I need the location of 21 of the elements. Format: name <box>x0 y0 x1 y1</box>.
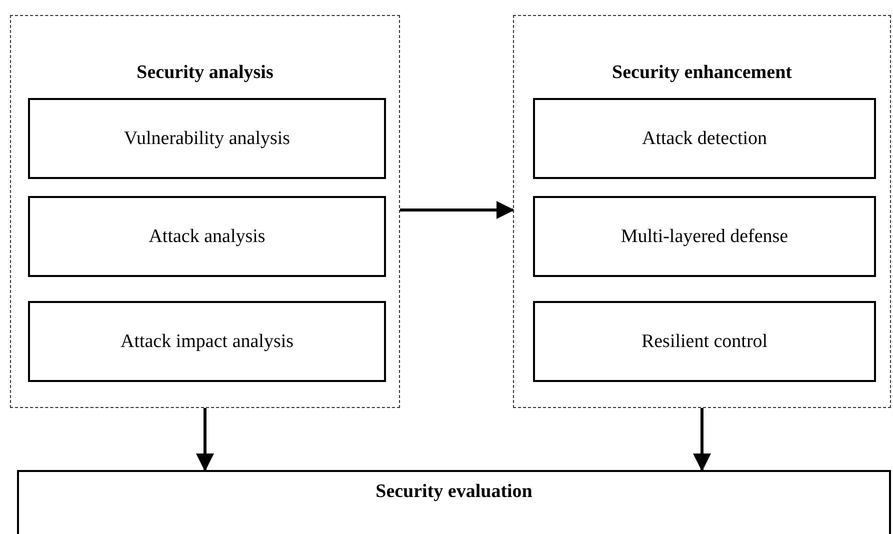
group-heading: Security evaluation <box>376 481 532 502</box>
box-label: Vulnerability analysis <box>124 128 290 150</box>
box-label: Attack analysis <box>148 226 266 248</box>
dashed-group-frame <box>513 15 891 408</box>
box-label: Resilient control <box>641 330 768 352</box>
arrow <box>196 408 214 472</box>
arrow <box>693 408 711 472</box>
evaluation-box <box>17 470 891 534</box>
process-box <box>28 301 386 382</box>
process-box <box>28 196 386 277</box>
group-heading: Security analysis <box>136 62 274 83</box>
group-heading: Security enhancement <box>612 62 792 83</box>
box-label: Attack detection <box>642 128 768 150</box>
process-box <box>533 301 876 382</box>
box-label: Attack impact analysis <box>120 330 294 352</box>
process-box <box>533 98 876 179</box>
dashed-group-frame <box>10 15 400 408</box>
box-label: Multi-layered defense <box>620 226 788 248</box>
arrow <box>400 201 514 219</box>
process-box <box>533 196 876 277</box>
process-box <box>28 98 386 179</box>
